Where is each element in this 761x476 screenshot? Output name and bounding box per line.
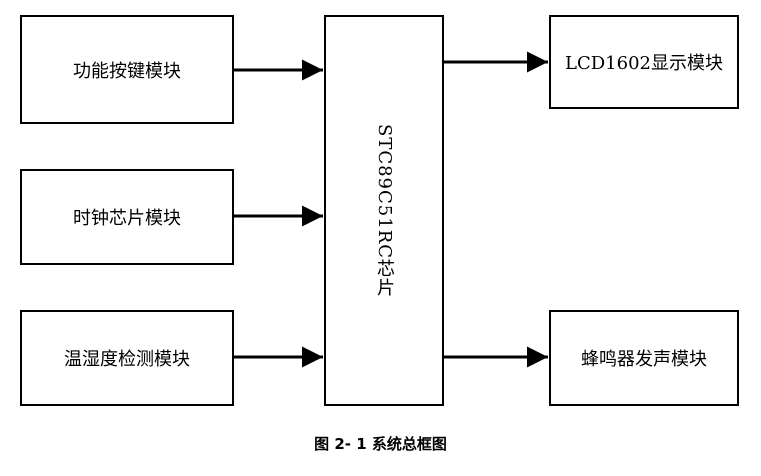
clock-module-box: 时钟芯片模块 <box>20 169 234 265</box>
sensor-module-box: 温湿度检测模块 <box>20 310 234 406</box>
lcd-module-box: LCD1602显示模块 <box>549 15 739 109</box>
key-module-box: 功能按键模块 <box>20 15 234 124</box>
figure-caption: 图 2- 1 系统总框图 <box>314 435 447 453</box>
buzzer-module-box: 蜂鸣器发声模块 <box>549 310 739 406</box>
buzzer-module-label: 蜂鸣器发声模块 <box>581 349 707 370</box>
mcu-box: STC89C51RC芯片 <box>324 15 444 406</box>
mcu-label: STC89C51RC芯片 <box>374 123 395 297</box>
lcd-module-label: LCD1602显示模块 <box>565 53 723 74</box>
sensor-module-label: 温湿度检测模块 <box>64 349 190 370</box>
key-module-label: 功能按键模块 <box>73 60 181 82</box>
clock-module-label: 时钟芯片模块 <box>73 208 181 229</box>
